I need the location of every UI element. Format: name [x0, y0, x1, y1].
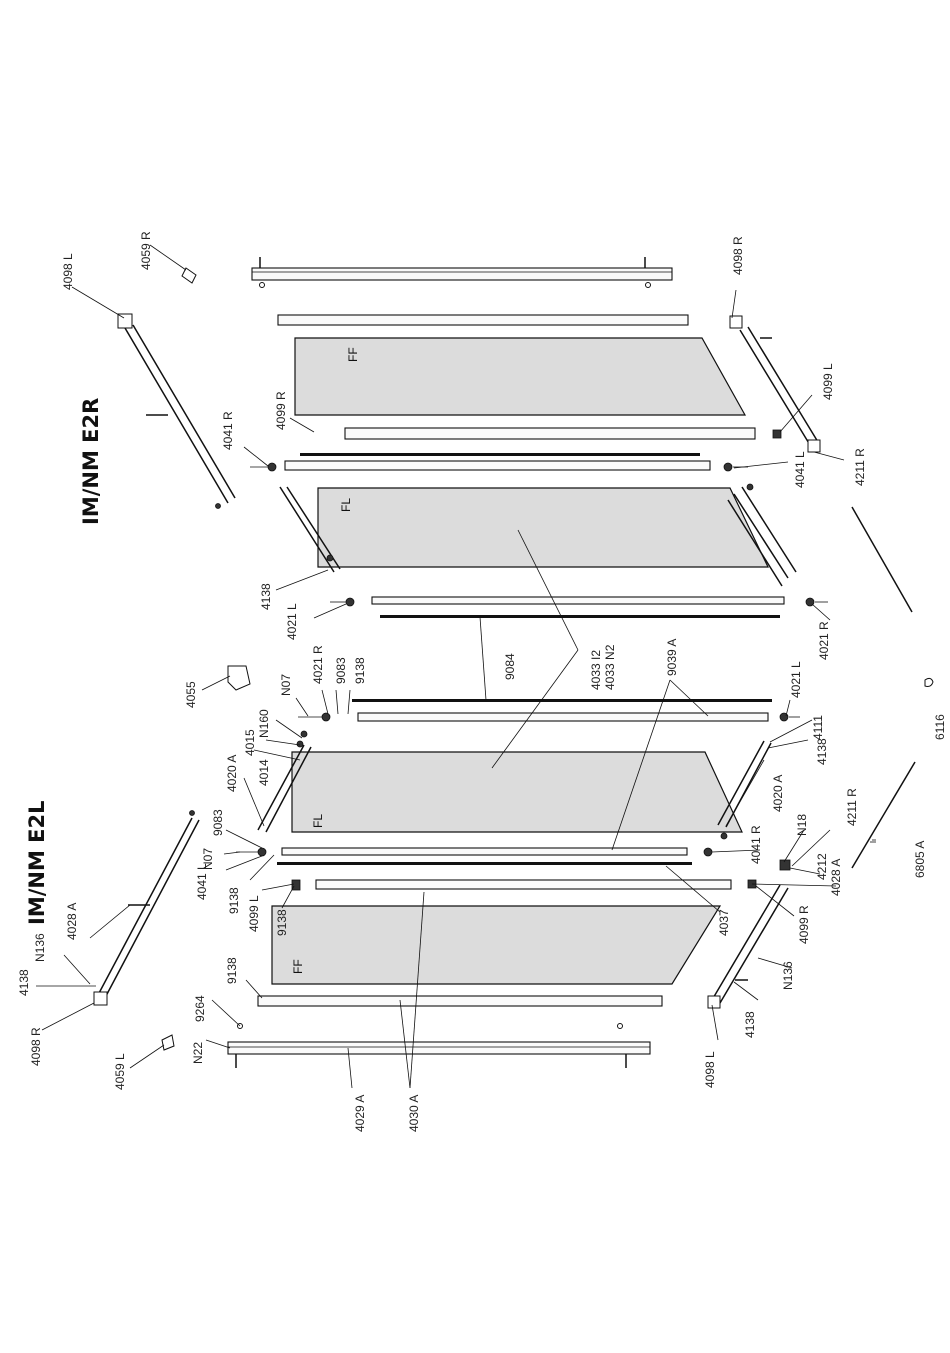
label-4021l-top: 4021 L: [285, 603, 299, 640]
label-4059r: 4059 R: [139, 231, 153, 270]
label-9039a: 9039 A: [665, 639, 679, 676]
profile-4030a: [315, 879, 732, 890]
label-4033-i2: 4033 I2: [589, 650, 603, 690]
label-9138-left2: 9138: [275, 909, 289, 936]
label-4041r-left: 4041 R: [749, 825, 763, 864]
clip-6116: [924, 677, 934, 687]
label-4098l-bottom: 4098 L: [703, 1051, 717, 1088]
label-4028a-left: 4028 A: [65, 903, 79, 940]
label-4099l-left: 4099 L: [247, 895, 261, 932]
label-n22: N22: [191, 1042, 205, 1064]
label-4055: 4055: [184, 681, 198, 708]
label-4030a: 4030 A: [407, 1095, 421, 1132]
side-rails-right: [727, 483, 797, 587]
label-6116: 6116: [933, 714, 947, 740]
label-9083-left: 9083: [211, 809, 225, 836]
diag-rail-top-left: [117, 313, 236, 509]
label-4015: 4015: [243, 729, 257, 756]
label-4020a-right: 4020 A: [771, 775, 785, 812]
profile-4021-top: [330, 596, 828, 607]
panel-ff-right: [294, 337, 747, 416]
title-e2r: IM/NM E2R: [79, 398, 103, 525]
label-4111: 4111: [811, 715, 825, 740]
label-4029a: 4029 A: [353, 1095, 367, 1132]
label-9138-mid: 9138: [353, 657, 367, 684]
diag-rail-4028a-left: [93, 810, 200, 1006]
panel-fl-right-label: FL: [339, 498, 353, 512]
label-4099r-top: 4099 R: [274, 391, 288, 430]
label-n160: N160: [257, 709, 271, 738]
part-labels: 4098 L 4059 R 4041 R 4099 R 4098 R 4099 …: [17, 231, 947, 1132]
label-4021r-top: 4021 R: [817, 621, 831, 660]
label-4099r-bottom: 4099 R: [797, 905, 811, 944]
label-n136-left: N136: [33, 933, 47, 962]
label-4098l-top: 4098 L: [61, 253, 75, 290]
cap-4059l: [161, 1034, 175, 1051]
cap-9138-left: [291, 879, 301, 891]
profile-upper-3: [344, 427, 756, 440]
label-4098r-right: 4098 R: [731, 236, 745, 275]
label-4041l-left: 4041 L: [195, 863, 209, 900]
label-4059l: 4059 L: [113, 1053, 127, 1090]
panel-ff-left-label: FF: [291, 959, 305, 974]
label-4211r-bottom: 4211 R: [845, 788, 859, 826]
label-4041r-top: 4041 R: [221, 411, 235, 450]
label-4138-bottom: 4138: [743, 1011, 757, 1038]
label-9084: 9084: [503, 653, 517, 680]
title-e2l: IM/NM E2L: [25, 800, 49, 925]
label-4033-n2: 4033 N2: [603, 644, 617, 690]
label-9264: 9264: [193, 995, 207, 1022]
panel-fl-left-label: FL: [311, 814, 325, 828]
profile-4041-left: [236, 847, 713, 857]
panel-ff-left: [271, 905, 722, 985]
label-9138-left1: 9138: [227, 887, 241, 914]
top-profile-4029: [251, 257, 673, 288]
diag-rail-top-right: [729, 315, 821, 453]
profile-upper-4: [250, 460, 748, 472]
part-4055: [227, 665, 251, 691]
panel-ff-right-label: FF: [346, 347, 360, 362]
panel-fl-right: [317, 487, 769, 568]
label-n136-right: N136: [781, 961, 795, 990]
label-n07-mid: N07: [279, 674, 293, 696]
label-4211r-top: 4211 R: [853, 448, 867, 486]
label-n07-left: N07: [201, 848, 215, 870]
label-9083-mid: 9083: [334, 657, 348, 684]
label-4138-top: 4138: [259, 583, 273, 610]
rod-6805a: [851, 761, 916, 869]
label-4138-mid: 4138: [815, 738, 829, 765]
label-4021r-mid: 4021 R: [311, 645, 325, 684]
label-4020a-left: 4020 A: [225, 755, 239, 792]
label-4014: 4014: [257, 759, 271, 786]
middle-profile-9039: [298, 712, 800, 722]
label-4021l-mid: 4021 L: [789, 661, 803, 698]
label-4028a-right: 4028 A: [829, 859, 843, 896]
label-4041l-right: 4041 L: [793, 451, 807, 488]
label-4138-left: 4138: [17, 969, 31, 996]
seal-bar-9084: [380, 615, 780, 618]
cap-4059r: [181, 267, 197, 284]
label-4099l-right: 4099 L: [821, 363, 835, 400]
leader-lines: [36, 244, 876, 1089]
label-4212: 4212: [815, 853, 829, 880]
profile-4030-top: [277, 314, 689, 326]
panel-fl-left: [291, 751, 743, 833]
side-rail-4138-left: [279, 486, 341, 573]
seal-bar-middle: [352, 699, 772, 702]
seal-bar-upper: [300, 453, 700, 456]
label-n18: N18: [795, 814, 809, 836]
label-6805a: 6805 A: [913, 841, 927, 878]
label-4098r-left: 4098 R: [29, 1027, 43, 1066]
label-9138-left3: 9138: [225, 957, 239, 984]
rod-6116: [851, 506, 913, 613]
bottom-profile-4029a: [227, 1023, 651, 1068]
label-4037: 4037: [717, 909, 731, 936]
seal-bar-4037: [277, 862, 692, 865]
profile-4030a-bottom: [257, 995, 663, 1007]
